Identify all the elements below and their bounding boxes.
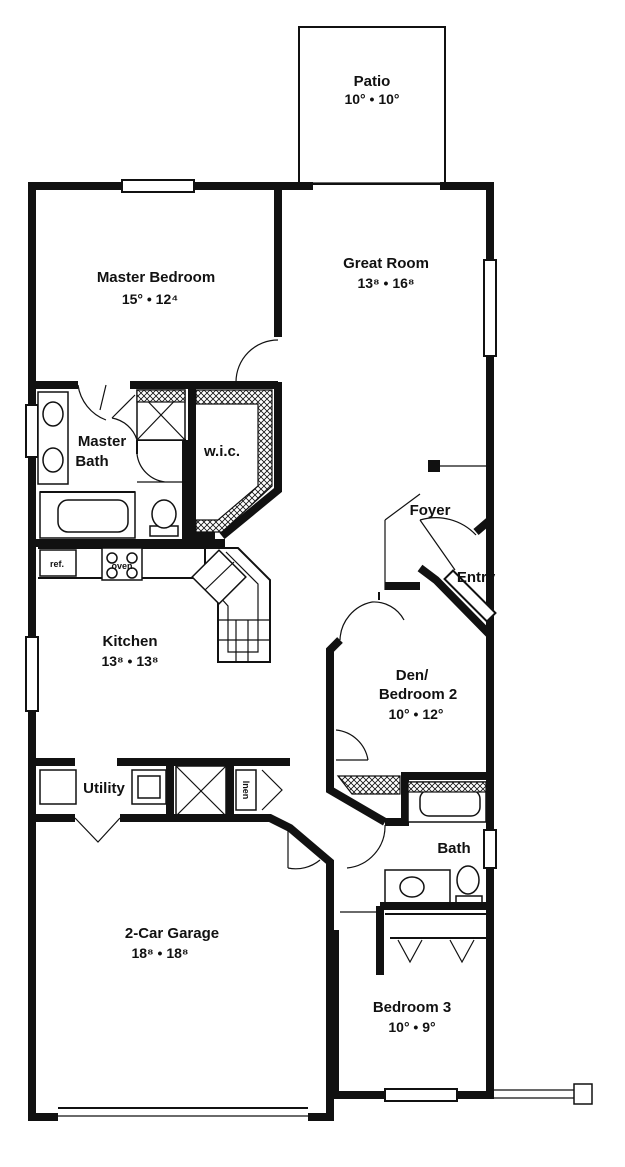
bath-tub-hatch [407,781,487,793]
den-closet [335,729,369,761]
bath-door-swing [346,824,386,869]
garage-dims: 18⁸ • 18⁸ [131,945,188,961]
shower-bench [136,389,186,403]
window-bedroom3-south [384,1088,458,1102]
kitchen-dims: 13⁸ • 13⁸ [101,653,158,669]
window-bath-east [483,829,497,869]
washer [39,769,77,805]
kitchen-bar-lines [218,619,270,662]
shower-door-swing [111,394,138,441]
den-wall-west [326,582,420,826]
kitchen-name: Kitchen [102,633,157,650]
great-room-name: Great Room [343,255,429,272]
bath-sink [399,876,425,898]
great-room-dims: 13⁸ • 16⁸ [357,275,414,291]
wic-shelf-hatch [195,389,273,533]
bedroom3-west-wall [331,906,384,1095]
entry-sidelight [443,569,497,623]
master-bath-name-1: Master [78,433,127,450]
master-great-divider [219,186,282,540]
bath-name: Bath [437,840,470,857]
den-closet-hatch [336,775,401,795]
wic-name: w.i.c. [203,443,240,460]
foyer-partition-diag [384,493,421,521]
linen-door [261,769,283,811]
garage-name: 2-Car Garage [125,925,219,942]
master-bedroom-dims: 15° • 12⁴ [122,291,178,307]
den-south-wall [385,772,490,826]
patio-name: Patio [354,73,391,90]
bath-toilet [456,865,480,895]
toilet-bowl [151,499,177,529]
den-name-1: Den/ [396,667,429,684]
sink-upper [42,401,64,427]
kitchen-sink-divider [204,561,235,591]
burner-2 [126,552,138,564]
burner-4 [126,567,138,579]
master-door-swing [235,339,279,383]
window-great-room-east [483,259,497,357]
bedroom3-closet [385,913,490,939]
window-master-north [121,179,195,193]
utility-door-swing [74,817,121,843]
foyer-name: Foyer [410,502,451,519]
refrigerator-label: ref. [50,559,64,569]
utility-wall-east [166,762,234,818]
patio-outline [298,26,446,185]
master-tub-inner [57,499,129,533]
bedroom3-closet-doors [397,939,475,964]
bedroom3-dims: 10° • 9° [388,1019,435,1035]
bath-tub-inner [419,789,481,817]
master-bath-door-swing [77,384,107,421]
burner-3 [106,567,118,579]
patio-dims: 10° • 10° [344,91,399,107]
oven-label: oven [111,561,132,571]
window-master-bath-west [25,404,39,458]
linen-closet [235,769,257,811]
foyer-door-swing [419,517,477,571]
dryer-inner [137,775,161,799]
utility-name: Utility [83,780,125,797]
entry-wall [417,516,493,638]
water-heater-diag-2 [175,765,227,817]
window-kitchen-west [25,636,39,712]
burner-1 [106,552,118,564]
master-bath-toilet-wall [136,439,186,454]
den-door-swing [339,601,405,641]
closet-door-swing [136,453,186,483]
master-bath-name-2: Bath [75,453,108,470]
den-name-2: Bedroom 2 [379,686,457,703]
den-dims: 10° • 12° [388,706,443,722]
entry-name: Entry [457,569,496,586]
refrigerator [39,549,77,577]
utility-garage-wall [32,814,334,1095]
wic-wall [188,388,215,540]
linen-label: lnen [241,781,251,800]
master-bedroom-name: Master Bedroom [97,269,215,286]
bedroom3-name: Bedroom 3 [373,999,451,1016]
foyer-column [428,460,440,472]
sink-lower [42,447,64,473]
garage-door-swing [287,830,321,870]
yard-light-post [573,1083,593,1105]
kitchen-island-inner [209,551,259,653]
